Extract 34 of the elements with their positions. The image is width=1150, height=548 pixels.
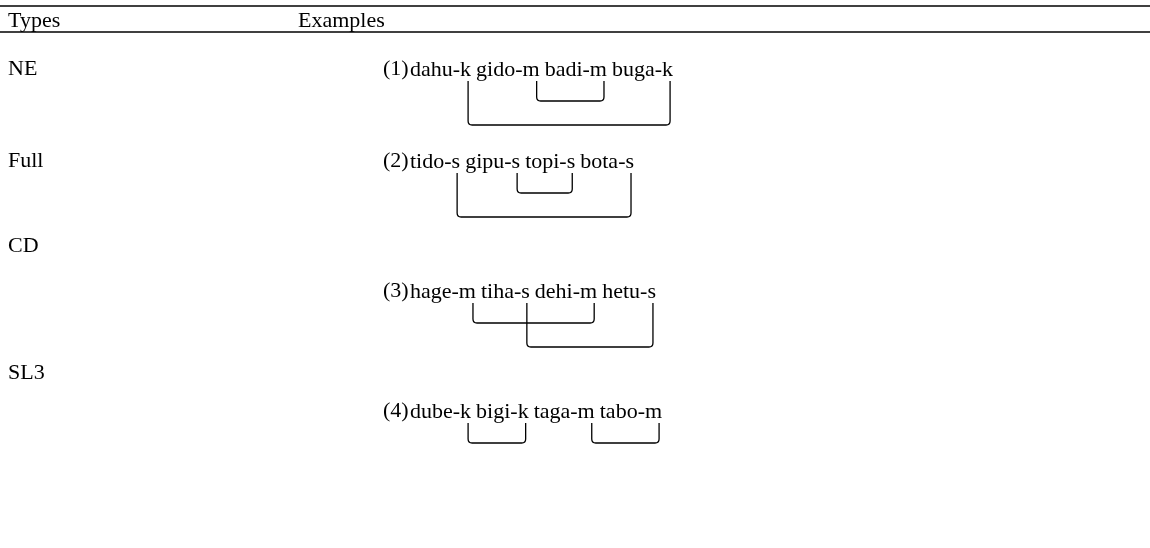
row-label: SL3	[8, 360, 45, 384]
bracket-line	[526, 302, 654, 348]
word: buga-k	[612, 57, 674, 81]
word: gipu-s	[465, 149, 521, 173]
word: hage-m	[410, 279, 476, 303]
word: dahu-k	[410, 57, 472, 81]
word: bigi-k	[476, 399, 529, 423]
word: tido-s	[410, 149, 461, 173]
column-header: Types	[8, 8, 61, 32]
row-label: Full	[8, 148, 44, 172]
example-number: (4)	[383, 398, 409, 422]
word: bota-s	[580, 149, 634, 173]
bracket-line	[591, 422, 660, 444]
word: gido-m	[476, 57, 540, 81]
word: dehi-m	[534, 279, 598, 303]
bracket-line	[516, 172, 573, 194]
bracket-line	[467, 422, 527, 444]
bracket-line	[472, 302, 595, 324]
bracket-line	[467, 80, 671, 126]
word: badi-m	[544, 57, 607, 81]
example-number: (1)	[383, 56, 409, 80]
bracket-line	[456, 172, 632, 218]
word: hetu-s	[602, 279, 656, 303]
word: dube-k	[410, 399, 472, 423]
column-header: Examples	[298, 8, 385, 32]
row-label: CD	[8, 233, 39, 257]
word: topi-s	[525, 149, 576, 173]
row-label: NE	[8, 56, 38, 80]
example-number: (3)	[383, 278, 409, 302]
word: tiha-s	[480, 279, 530, 303]
word: tabo-m	[599, 399, 663, 423]
bracket-line	[536, 80, 605, 102]
example-number: (2)	[383, 148, 409, 172]
word: taga-m	[533, 399, 595, 423]
